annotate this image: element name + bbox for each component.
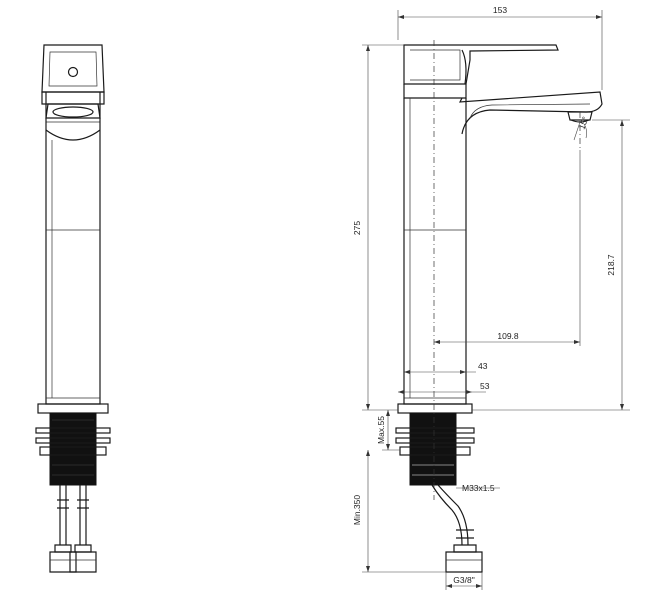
front-hose-left [59, 485, 67, 545]
front-view [35, 44, 111, 573]
dim-body-width-small: 43 [478, 361, 488, 371]
side-view [395, 40, 603, 573]
front-body [45, 92, 101, 405]
side-hose [431, 484, 469, 546]
side-lever [403, 44, 559, 85]
side-threaded-shank [409, 412, 457, 486]
dim-outlet-height: 218.7 [606, 254, 616, 276]
dim-connection: G3/8" [453, 575, 474, 585]
dim-spout-reach: 109.8 [497, 331, 519, 341]
dim-overall-width: 153 [493, 5, 507, 15]
dim-body-width-large: 53 [480, 381, 490, 391]
dim-min-length: Min.350 [352, 495, 362, 526]
dim-overall-height: 275 [352, 221, 362, 235]
dimension-labels: 153 275 218.7 109.8 43 53 Max.55 Min.350… [352, 5, 616, 585]
side-aerator [567, 111, 593, 121]
dimension-lines [362, 10, 630, 590]
front-nut-right [69, 551, 97, 573]
front-hose-right [79, 485, 87, 545]
dim-max-thickness: Max.55 [376, 416, 386, 444]
dim-thread: M33x1.5 [462, 483, 495, 493]
front-handle-indicator [67, 66, 79, 78]
front-threaded-shank [49, 412, 97, 486]
side-nut [445, 551, 483, 573]
dim-angle: 15° [576, 115, 590, 131]
side-body-column [403, 98, 467, 405]
front-nut-left [49, 551, 77, 573]
